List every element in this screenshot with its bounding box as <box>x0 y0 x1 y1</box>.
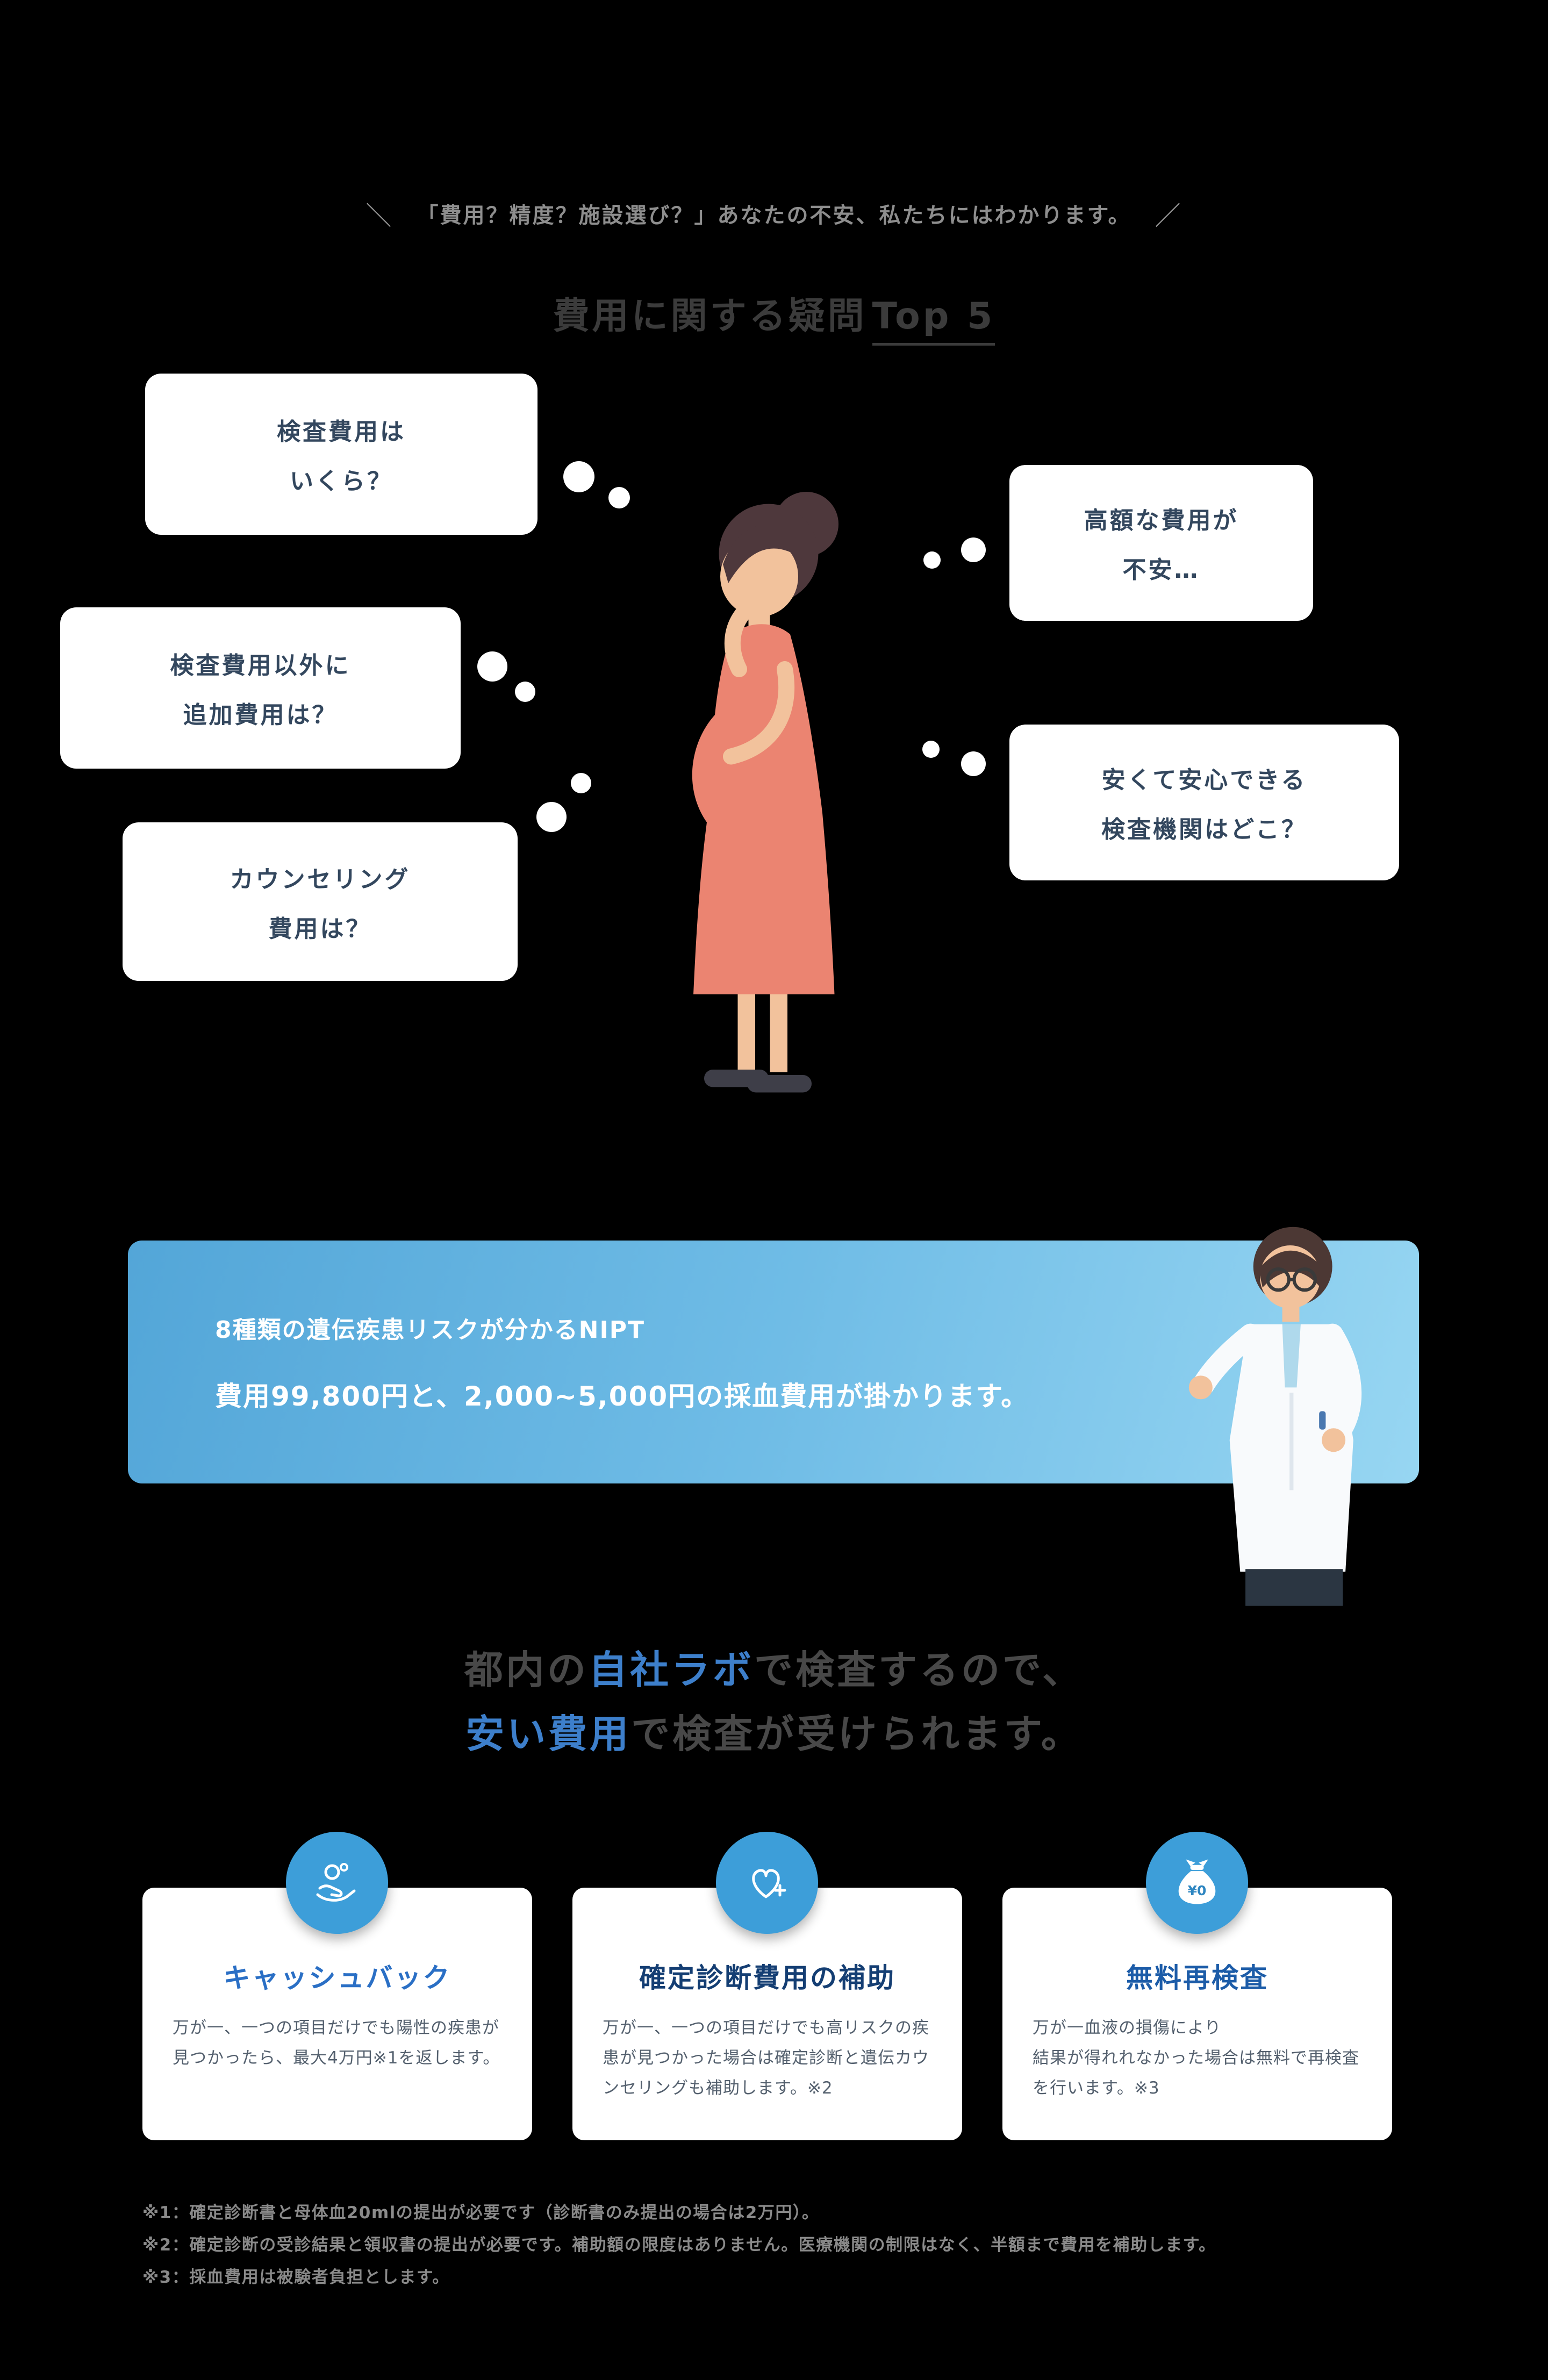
bubble-line: 安くて安心できる <box>1101 766 1307 794</box>
answer-box: 8種類の遺伝疾患リスクが分かるNIPT 費用99,800円と、2,000~5,0… <box>128 1241 1419 1483</box>
thought-dot <box>536 802 567 832</box>
footnote-1: ※1：確定診断書と母体血20mlの提出が必要です（診断書のみ提出の場合は2万円）… <box>142 2203 820 2223</box>
bubble-line: 検査機関はどこ？ <box>1101 816 1307 843</box>
money-bag-icon: ¥0 <box>1146 1832 1248 1934</box>
cashback-hand-coin-icon <box>286 1832 388 1934</box>
heart-plus-icon <box>716 1832 818 1934</box>
money-bag-amount-label: ¥0 <box>1188 1883 1207 1898</box>
thought-bubble-expensive-worry: 高額な費用が 不安… <box>1009 465 1313 621</box>
benefit-card-title: 確定診断費用の補助 <box>639 1962 895 1994</box>
thought-bubble-exam-cost: 検査費用は いくら？ <box>145 374 538 535</box>
benefit-card-body: 万が一血液の損傷により 結果が得れれなかった場合は無料で再検査を行います。※3 <box>1033 2018 1359 2098</box>
statement-highlight-cheap: 安い費用 <box>465 1711 632 1757</box>
answer-line-2: 費用99,800円と、2,000~5,000円の採血費用が掛かります。 <box>215 1381 1029 1412</box>
benefit-card-body: 万が一、一つの項目だけでも高リスクの疾患が見つかった場合は確定診断と遺伝カウンセ… <box>603 2018 929 2098</box>
thought-dot <box>922 741 940 758</box>
lab-statement: 都内の自社ラボで検査するので、 安い費用で検査が受けられます。 <box>0 1638 1548 1766</box>
tagline-left-slash: ＼ <box>366 201 393 231</box>
bubble-line: 検査費用は <box>277 418 406 446</box>
statement-text: で検査するので、 <box>754 1647 1084 1693</box>
benefit-card-cashback: キャッシュバック 万が一、一つの項目だけでも陽性の疾患が見つかったら、最大4万円… <box>142 1888 532 2140</box>
section-title-main: 費用に関する疑問 <box>553 295 867 338</box>
thought-bubble-cheap-safe-clinic: 安くて安心できる 検査機関はどこ？ <box>1009 725 1399 880</box>
thought-dot <box>571 773 591 793</box>
bubble-line: 不安… <box>1122 556 1200 584</box>
bubble-line: 費用は？ <box>268 915 372 943</box>
bubble-line: カウンセリング <box>230 865 411 893</box>
thought-dot <box>477 651 507 682</box>
benefit-card-title: キャッシュバック <box>223 1962 452 1994</box>
lab-statement-line-1: 都内の自社ラボで検査するので、 <box>0 1638 1548 1702</box>
thought-dot <box>515 682 535 702</box>
bubble-line: 検査費用以外に <box>170 652 351 679</box>
tagline-right-slash: ／ <box>1155 201 1182 231</box>
bubble-line: いくら？ <box>290 468 393 495</box>
footnote-3: ※3：採血費用は被験者負担とします。 <box>142 2268 450 2288</box>
benefit-card-body: 万が一、一つの項目だけでも陽性の疾患が見つかったら、最大4万円※1を返します。 <box>173 2018 500 2068</box>
section-title-top5: Top 5 <box>872 295 995 346</box>
doctor-illustration <box>1188 1227 1362 1606</box>
tagline: ＼ 「費用？精度？施設選び？」あなたの不安、私たちにはわかります。 ／ <box>0 195 1548 232</box>
thought-bubble-extra-cost: 検査費用以外に 追加費用は？ <box>60 607 461 769</box>
tagline-text: 「費用？精度？施設選び？」あなたの不安、私たちにはわかります。 <box>417 203 1131 228</box>
statement-text: で検査が受けられます。 <box>631 1711 1083 1757</box>
thought-dot <box>923 551 941 569</box>
thought-dot <box>961 751 986 776</box>
statement-highlight-lab: 自社ラボ <box>588 1647 754 1693</box>
thought-dot <box>961 537 986 562</box>
benefit-card-title: 無料再検査 <box>1126 1962 1268 1994</box>
footnotes: ※1：確定診断書と母体血20mlの提出が必要です（診断書のみ提出の場合は2万円）… <box>142 2199 1216 2297</box>
benefit-card-diagnosis-subsidy: 確定診断費用の補助 万が一、一つの項目だけでも高リスクの疾患が見つかった場合は確… <box>572 1888 962 2140</box>
answer-line-1: 8種類の遺伝疾患リスクが分かるNIPT <box>215 1316 646 1344</box>
statement-text: 都内の <box>464 1647 589 1693</box>
footnote-2: ※2：確定診断の受診結果と領収書の提出が必要です。補助額の限度はありません。医療… <box>142 2235 1216 2255</box>
lab-statement-line-2: 安い費用で検査が受けられます。 <box>0 1702 1548 1766</box>
thought-dot <box>608 487 630 508</box>
thought-bubble-counseling-cost: カウンセリング 費用は？ <box>123 822 518 981</box>
bubble-line: 高額な費用が <box>1084 507 1239 534</box>
bubble-line: 追加費用は？ <box>183 701 338 729</box>
thought-dot <box>563 461 594 492</box>
pregnant-woman-illustration <box>692 492 838 1093</box>
